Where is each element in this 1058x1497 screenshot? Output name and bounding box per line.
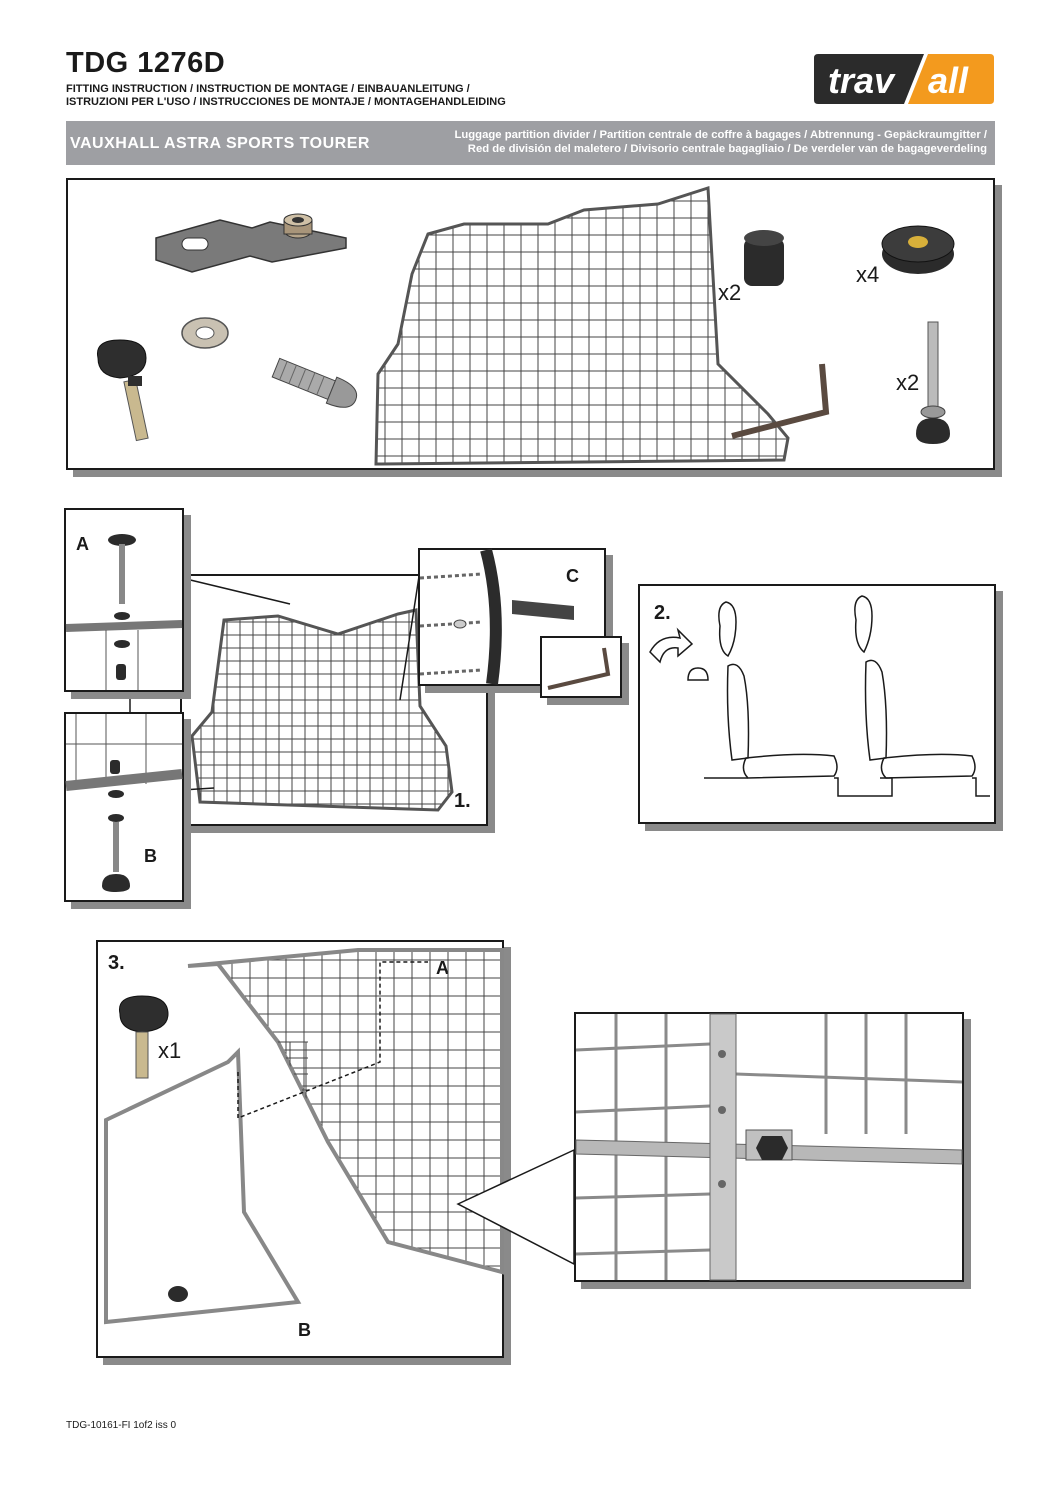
step3-grille-drawing — [104, 948, 504, 1325]
step1-detail-b: B — [64, 712, 184, 902]
logo-text-left: trav — [828, 60, 896, 101]
detail-b-drawing — [65, 714, 183, 892]
vehicle-banner: VAUXHALL ASTRA SPORTS TOURER Luggage par… — [66, 121, 995, 165]
description-line-1: Luggage partition divider / Partition ce… — [454, 129, 987, 141]
step1-callout-c: C — [566, 566, 579, 586]
step1-label: 1. — [454, 790, 471, 812]
document-reference: TDG-10161-FI 1of2 iss 0 — [66, 1420, 177, 1431]
washer-part — [181, 317, 229, 349]
ferrule-quantity: x2 — [718, 280, 742, 305]
socket-bolt-part — [271, 357, 358, 408]
rubber-ferrule-part — [744, 230, 784, 286]
step3-label: 3. — [108, 952, 125, 974]
description-line-2: Red de división del maletero / Divisorio… — [467, 143, 987, 155]
detail-a-drawing — [65, 534, 183, 690]
step1-main-panel: 1. — [180, 574, 488, 826]
allen-key-part — [731, 363, 830, 439]
travall-logo: trav all — [814, 54, 994, 104]
subtitle-line-2: ISTRUZIONI PER L'USO / INSTRUCCIONES DE … — [66, 96, 506, 108]
step1-callout-a: A — [76, 534, 89, 554]
logo-text-right: all — [928, 60, 969, 101]
step2-panel: 2. — [638, 584, 996, 824]
detail-c-drawing — [419, 548, 574, 685]
allen-key-inset-drawing — [547, 647, 611, 690]
step3-callout-a: A — [436, 958, 449, 978]
step3-callout-b: B — [298, 1320, 311, 1340]
knob-nut-part — [881, 225, 955, 274]
vehicle-model: VAUXHALL ASTRA SPORTS TOURER — [70, 135, 370, 152]
step1-grille-drawing — [190, 608, 454, 812]
product-description: Luggage partition divider / Partition ce… — [454, 128, 987, 156]
subtitle-line-1: FITTING INSTRUCTION / INSTRUCTION DE MON… — [66, 83, 470, 95]
foot-bolt-quantity: x2 — [896, 370, 920, 395]
step1-allen-key-inset — [540, 636, 622, 698]
step1-detail-a: A — [64, 508, 184, 692]
bracket-plate-part — [155, 213, 347, 273]
step3-panel: 3. x1 A B — [96, 940, 504, 1358]
step2-seats-drawing — [649, 595, 990, 797]
step3-knob-icon — [118, 995, 169, 1079]
step1-callout-b: B — [144, 846, 157, 866]
foot-bolt-part — [916, 321, 950, 444]
parts-panel: x2 x4 x2 — [66, 178, 995, 470]
zoom-detail-drawing — [575, 1013, 963, 1281]
step3-zoom-detail — [574, 1012, 964, 1282]
product-code-title: TDG 1276D — [66, 47, 226, 79]
knob-nut-quantity: x4 — [856, 262, 880, 287]
knob-bolt-part — [96, 339, 149, 442]
step2-label: 2. — [654, 602, 671, 624]
step3-knob-quantity: x1 — [158, 1038, 182, 1063]
